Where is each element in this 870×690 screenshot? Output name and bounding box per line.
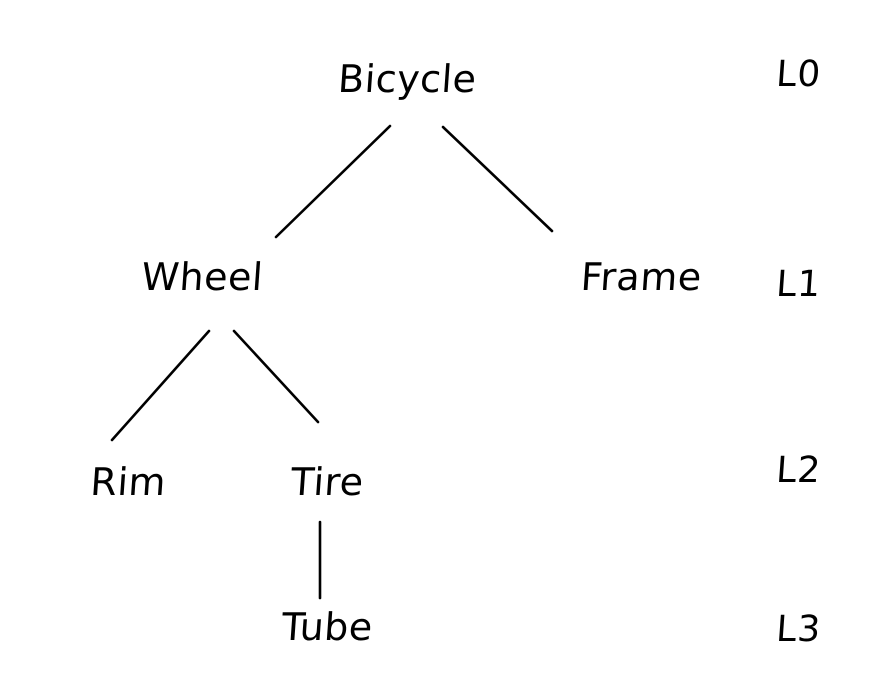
level-label-l0: L0 (774, 54, 823, 95)
level-label-l3: L3 (774, 609, 823, 650)
edge-wheel-to-tire (232, 329, 320, 424)
node-frame[interactable]: Frame (579, 255, 704, 299)
edge-bicycle-to-wheel (274, 124, 392, 239)
node-wheel[interactable]: Wheel (140, 255, 265, 299)
level-label-l2: L2 (774, 450, 823, 491)
node-bicycle[interactable]: Bicycle (336, 57, 479, 101)
edge-bicycle-to-frame (441, 125, 554, 233)
node-tube[interactable]: Tube (280, 605, 375, 649)
level-label-l1: L1 (774, 264, 823, 305)
node-tire[interactable]: Tire (289, 460, 366, 504)
edge-wheel-to-rim (110, 329, 211, 442)
node-rim[interactable]: Rim (89, 460, 168, 504)
